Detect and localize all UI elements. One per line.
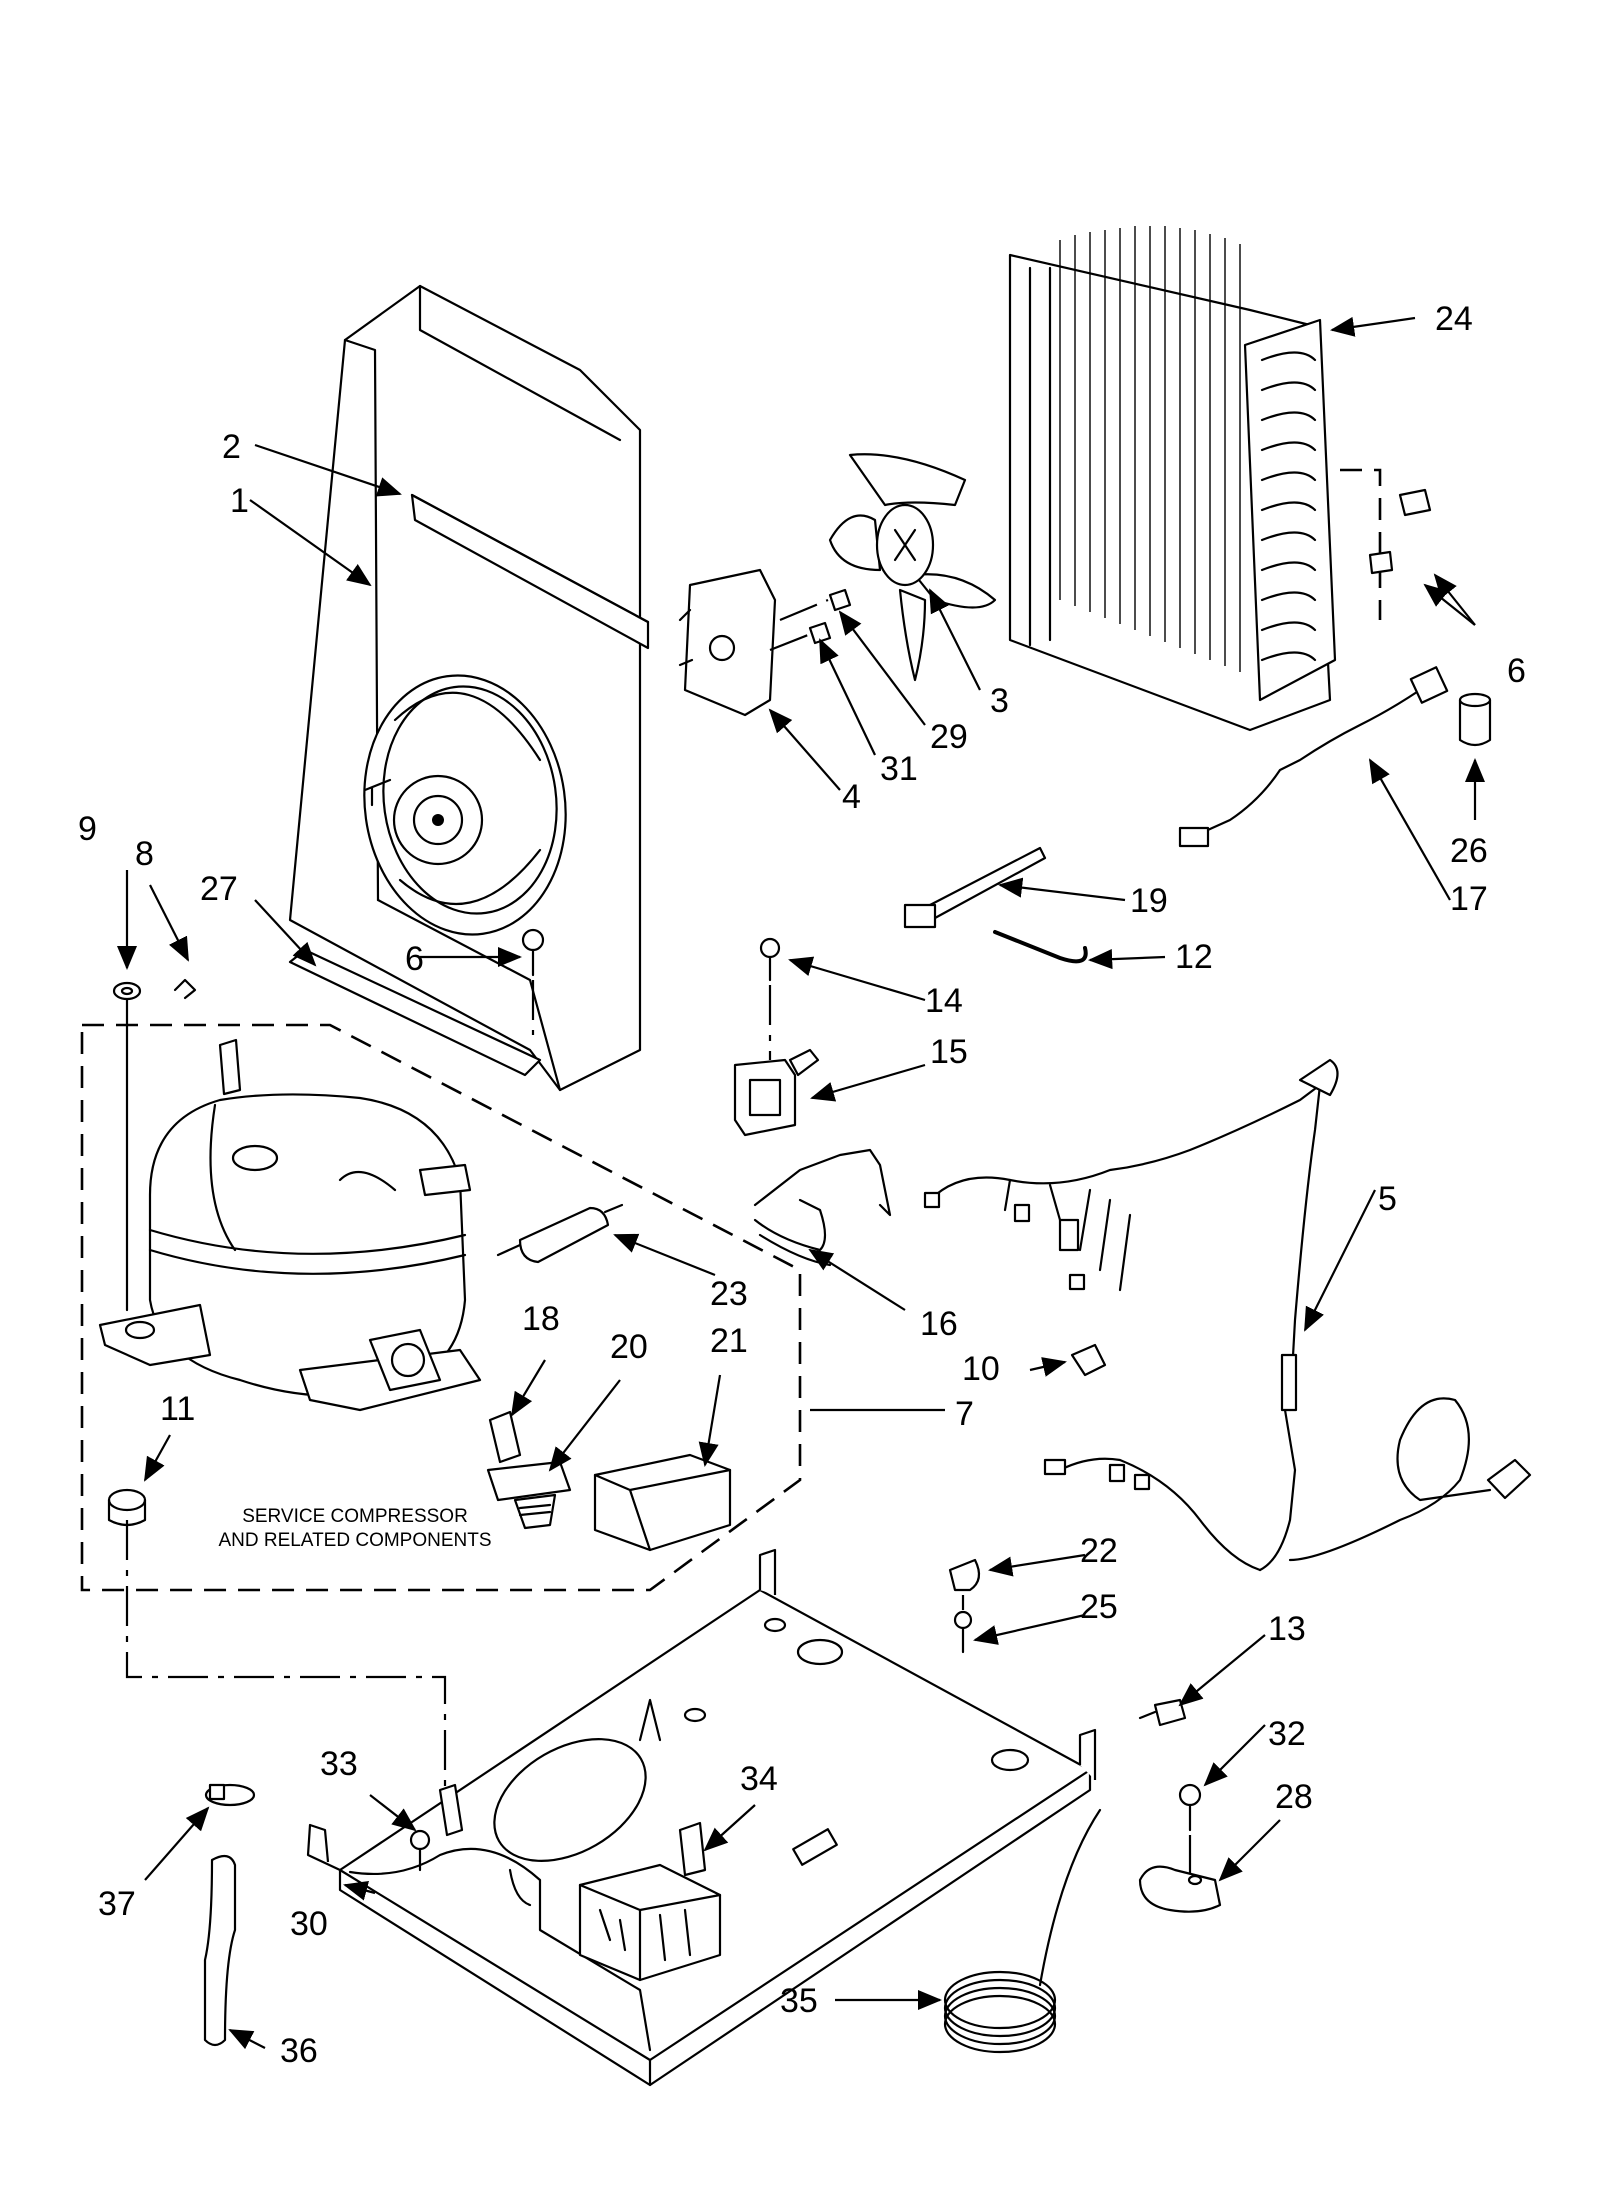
callout-35: 35 [780,1982,818,2020]
mounting-clip [1138,1865,1222,1913]
hose-clamp [204,1783,256,1807]
wire-harness-short [1178,666,1449,848]
callout-33: 33 [320,1745,358,1783]
callout-6-coil: 6 [1507,652,1526,690]
callout-3: 3 [990,682,1009,720]
callout-13: 13 [1268,1610,1306,1648]
leader-lines [116,316,1486,2050]
callout-12: 12 [1175,938,1213,976]
callout-36: 36 [280,2032,318,2070]
callout-6-shroud: 6 [405,940,424,978]
main-wire-harness [923,1058,1339,1572]
grommet [107,1488,147,1527]
callout-1: 1 [230,482,249,520]
callout-22: 22 [1080,1532,1118,1570]
screw-icon [769,588,852,652]
callout-4: 4 [842,778,861,816]
clamp [948,1558,981,1654]
service-compressor-box [80,1023,802,1592]
relay-cover [593,1453,732,1552]
tubing-coil [943,1808,1102,2054]
callout-11: 11 [160,1390,195,1428]
callout-23: 23 [710,1275,748,1313]
fan-blade [828,453,997,682]
callout-34: 34 [740,1760,778,1798]
callout-32: 32 [1268,1715,1306,1753]
clip-pin [173,978,197,1000]
callout-18: 18 [522,1300,560,1338]
callout-17: 17 [1450,880,1488,918]
solenoid-coil [733,1048,820,1137]
drain-bracket [438,1783,464,1837]
callout-19: 19 [1130,882,1168,920]
callout-37: 37 [98,1885,136,1923]
base-pan [306,1548,1097,2087]
tube-hose [993,930,1088,964]
fan-motor [678,568,777,717]
callout-25: 25 [1080,1588,1118,1626]
tube-bracket [753,1148,892,1267]
grommet [112,981,142,1312]
callout-21: 21 [710,1322,748,1360]
callout-30: 30 [290,1905,328,1943]
callout-16: 16 [920,1305,958,1343]
callout-29: 29 [930,718,968,756]
service-note-line1: SERVICE COMPRESSOR [242,1506,468,1527]
service-note: SERVICE COMPRESSOR AND RELATED COMPONENT… [218,1506,491,1551]
callout-26: 26 [1450,832,1488,870]
wire-clip [1070,1343,1107,1377]
callout-5: 5 [1378,1180,1397,1218]
callout-31: 31 [880,750,918,788]
control-module [578,1821,722,1982]
callout-7: 7 [955,1395,974,1433]
callout-labels: 1 2 3 4 5 6 6 7 8 9 10 11 12 13 14 15 16… [78,300,1526,2070]
screw-icon [1138,1698,1187,1727]
condenser-coil [1008,226,1382,732]
callout-10: 10 [962,1350,1000,1388]
screw-icon [409,1829,431,1872]
callout-15: 15 [930,1033,968,1071]
screw-icon [521,928,545,1035]
callout-24: 24 [1435,300,1473,338]
callout-20: 20 [610,1328,648,1366]
service-note-line2: AND RELATED COMPONENTS [218,1530,491,1551]
filter-drier [496,1203,624,1264]
screw-icon [759,937,781,1060]
power-cord [1288,1397,1532,1562]
capacitor [1458,692,1492,747]
overload-protector [488,1410,522,1464]
screw-icon [1178,1783,1202,1880]
callout-2: 2 [222,428,241,466]
callout-27: 27 [200,870,238,908]
callout-28: 28 [1275,1778,1313,1816]
compressor [98,1038,482,1412]
callout-14: 14 [925,982,963,1020]
cable-tie [903,846,1047,929]
callout-9: 9 [78,810,97,848]
alignment-line [125,1520,447,1790]
start-relay [486,1460,572,1530]
callout-8: 8 [135,835,154,873]
screw-icon [1368,488,1432,575]
gasket-strip [410,493,650,650]
drain-hose [203,1854,237,2047]
